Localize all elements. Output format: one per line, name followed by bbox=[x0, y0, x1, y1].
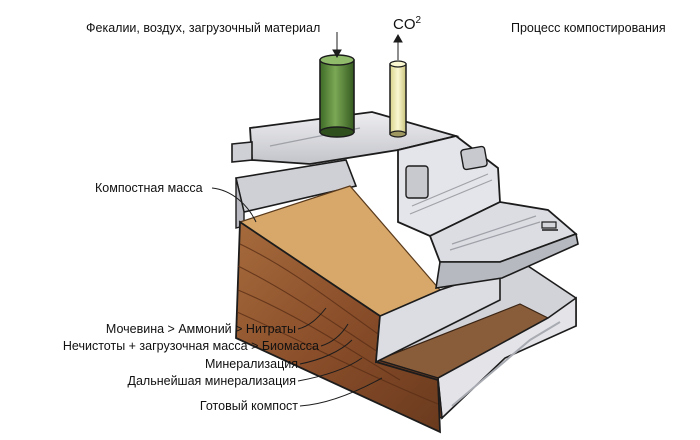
vent-slot bbox=[460, 145, 488, 171]
chamber-right-wall bbox=[375, 268, 501, 364]
pointer-urea bbox=[297, 307, 327, 330]
handle bbox=[541, 221, 557, 229]
pointer-further-mineralization bbox=[297, 357, 363, 382]
pointer-compost-mass bbox=[211, 187, 257, 223]
co2-vent-pipe bbox=[389, 60, 407, 138]
finished-compost-label: Готовый компост bbox=[199, 399, 298, 413]
input-arrowhead bbox=[332, 49, 342, 59]
further-mineralization-label: Дальнейшая минерализация bbox=[127, 374, 297, 388]
urea-label: Мочевина > Аммоний > Нитраты bbox=[105, 322, 296, 336]
impurities-label: Нечистоты + загрузочная масса > Биомасса bbox=[62, 339, 319, 353]
metal-shading bbox=[269, 127, 541, 251]
vent-slot bbox=[405, 165, 429, 199]
co2-base: CO bbox=[393, 16, 416, 33]
mineralization-label: Минерализация bbox=[204, 357, 298, 371]
co2-label: CO2 bbox=[393, 14, 421, 32]
finished-compost-tray bbox=[376, 261, 577, 420]
annotation-lines bbox=[211, 32, 403, 407]
lower-tray-shading bbox=[451, 321, 561, 407]
input-label: Фекалии, воздух, загрузочный материал bbox=[86, 21, 321, 35]
pointer-impurities bbox=[320, 323, 349, 347]
input-pipe bbox=[319, 54, 355, 138]
process-title: Процесс компостирования bbox=[511, 21, 666, 35]
pointer-mineralization bbox=[299, 339, 353, 365]
co2-arrowhead bbox=[393, 33, 403, 43]
step-front-face bbox=[435, 232, 579, 289]
pointer-finished-compost bbox=[299, 377, 383, 407]
co2-superscript: 2 bbox=[415, 15, 422, 26]
compost-strata bbox=[236, 243, 439, 405]
lid-left-flap bbox=[231, 141, 253, 163]
compost-mass-label: Компостная масса bbox=[95, 181, 203, 195]
compost-chamber bbox=[235, 159, 501, 434]
